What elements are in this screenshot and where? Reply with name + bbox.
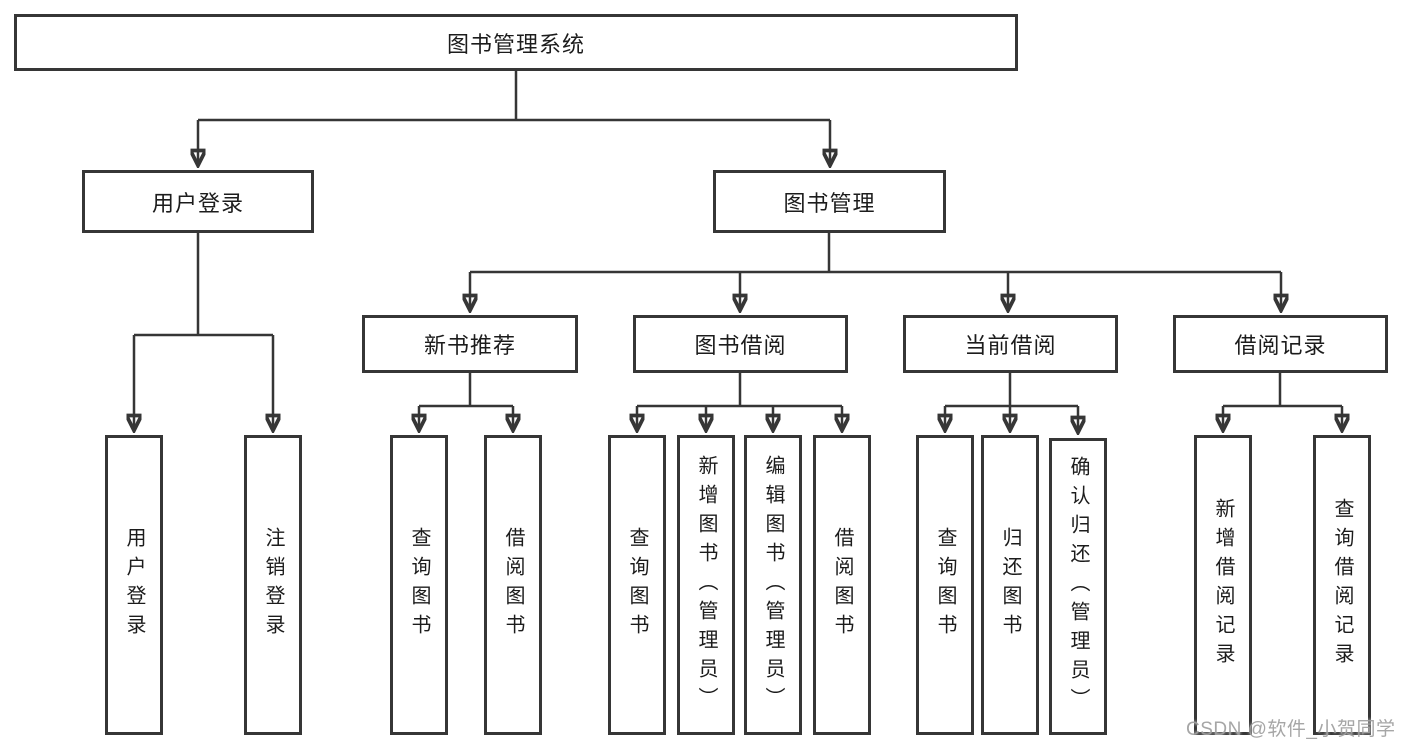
leaf-borrow-books: 借阅图书 <box>813 435 871 735</box>
leaf-query-books-recommend: 查询图书 <box>390 435 448 735</box>
leaf-query-books-current: 查询图书 <box>916 435 974 735</box>
leaf-user-login: 用户登录 <box>105 435 163 735</box>
node-label: 用户登录 <box>151 190 244 216</box>
leaf-label: 注销登录 <box>262 527 284 643</box>
leaf-label: 编辑图书（管理员） <box>762 454 784 716</box>
leaf-label: 查询图书 <box>934 527 956 643</box>
leaf-query-borrow-record: 查询借阅记录 <box>1313 435 1371 735</box>
leaf-label: 归还图书 <box>999 527 1021 643</box>
leaf-label: 借阅图书 <box>831 527 853 643</box>
leaf-label: 用户登录 <box>123 527 145 643</box>
node-label: 当前借阅 <box>964 333 1057 358</box>
node-label: 图书管理系统 <box>446 31 585 57</box>
leaf-borrow-books-recommend: 借阅图书 <box>484 435 542 735</box>
leaf-logout: 注销登录 <box>244 435 302 735</box>
node-new-book-recommend: 新书推荐 <box>362 315 578 373</box>
leaf-label: 新增借阅记录 <box>1212 498 1234 672</box>
node-borrowing-records: 借阅记录 <box>1173 315 1388 373</box>
node-label: 图书管理 <box>783 190 876 216</box>
node-current-borrowing: 当前借阅 <box>903 315 1118 373</box>
node-library-management-system: 图书管理系统 <box>14 14 1018 71</box>
node-label: 新书推荐 <box>423 333 516 358</box>
node-label: 借阅记录 <box>1234 333 1327 358</box>
leaf-query-books-borrow: 查询图书 <box>608 435 666 735</box>
leaf-confirm-return-admin: 确认归还（管理员） <box>1049 438 1107 735</box>
leaf-label: 查询图书 <box>408 527 430 643</box>
leaf-add-books-admin: 新增图书（管理员） <box>677 435 735 735</box>
leaf-label: 借阅图书 <box>502 527 524 643</box>
leaf-label: 查询图书 <box>626 527 648 643</box>
leaf-edit-books-admin: 编辑图书（管理员） <box>744 435 802 735</box>
node-label: 图书借阅 <box>694 333 787 358</box>
node-book-borrowing: 图书借阅 <box>633 315 848 373</box>
csdn-watermark: CSDN @软件_小贺同学 <box>1186 719 1396 740</box>
leaf-label: 查询借阅记录 <box>1331 498 1353 672</box>
leaf-label: 新增图书（管理员） <box>695 454 717 716</box>
leaf-return-books: 归还图书 <box>981 435 1039 735</box>
leaf-add-borrow-record: 新增借阅记录 <box>1194 435 1252 735</box>
leaf-label: 确认归还（管理员） <box>1067 456 1089 717</box>
node-user-login: 用户登录 <box>82 170 314 233</box>
node-book-management: 图书管理 <box>713 170 946 233</box>
